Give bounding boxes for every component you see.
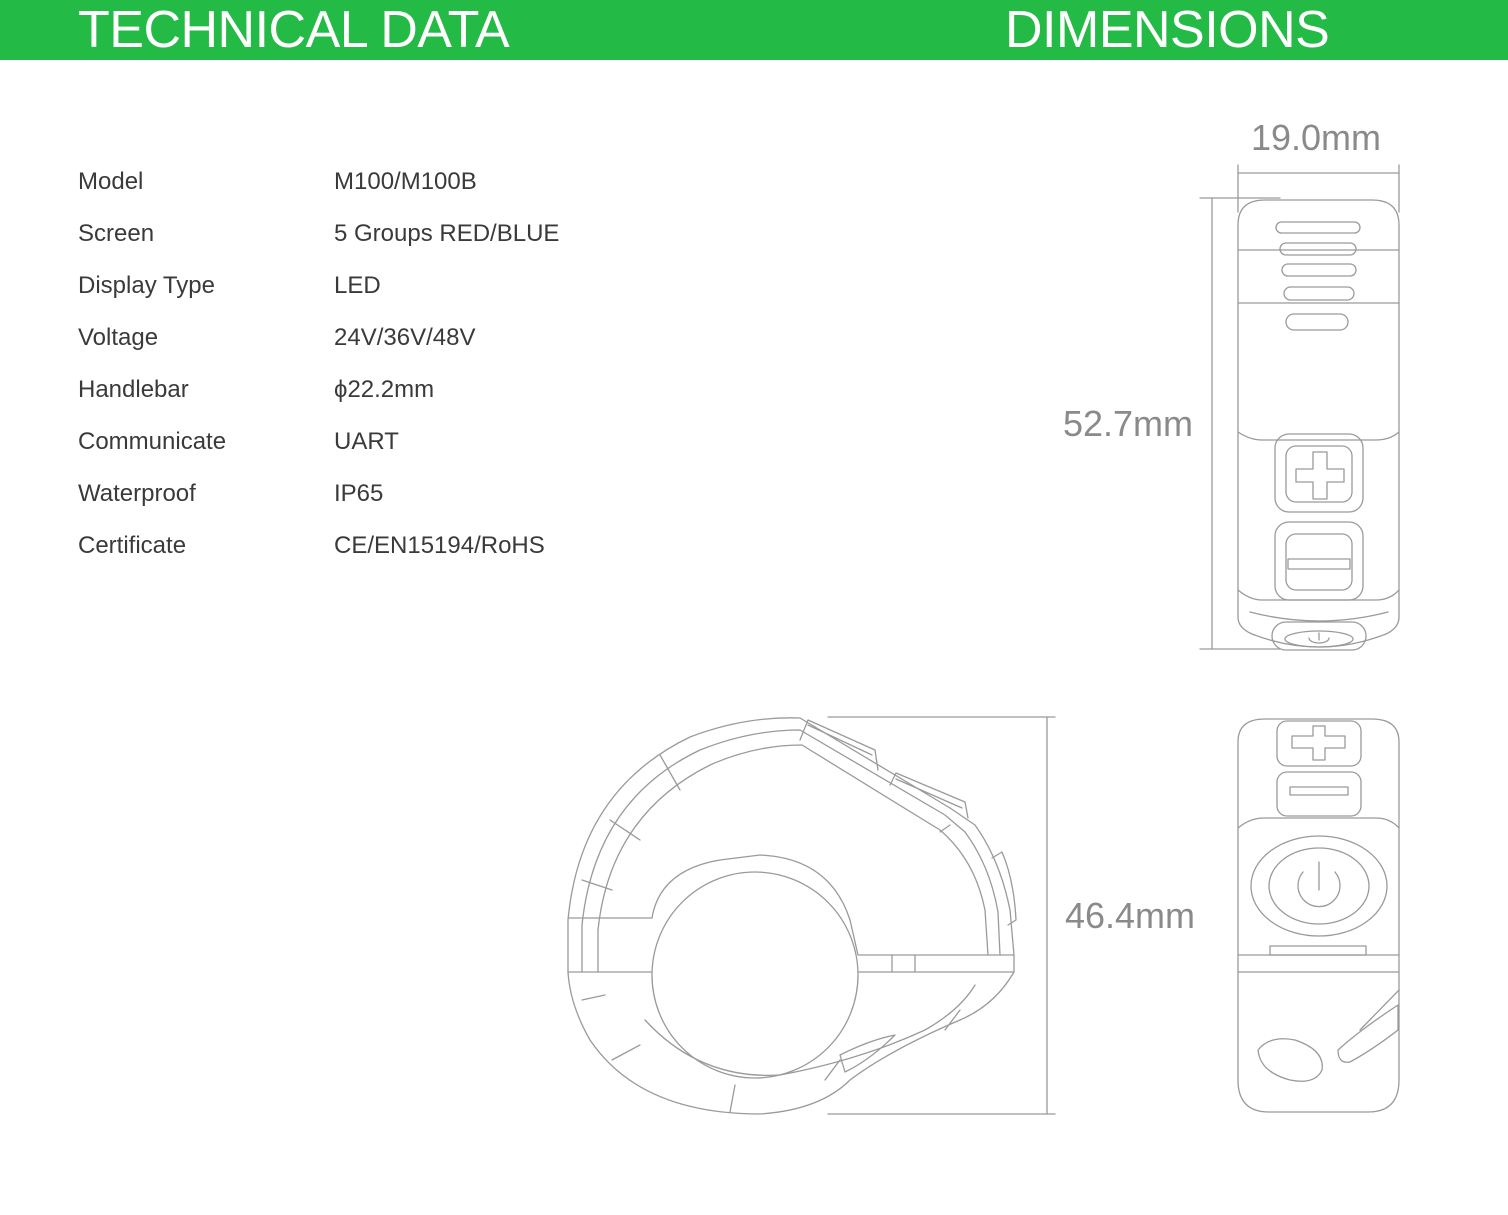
spec-row-handlebar: Handlebar ϕ22.2mm (78, 368, 678, 420)
spec-row-communicate: Communicate UART (78, 420, 678, 472)
height-dimension-label: 52.7mm (1063, 403, 1193, 444)
spec-value: CE/EN15194/RoHS (334, 532, 545, 559)
spec-label: Model (78, 168, 144, 195)
side-view (567, 716, 1056, 1115)
spec-label: Waterproof (78, 480, 196, 507)
spec-label: Handlebar (78, 376, 189, 403)
technical-data-title: TECHNICAL DATA (78, 1, 510, 59)
spec-label: Certificate (78, 532, 187, 559)
spec-row-display-type: Display Type LED (78, 264, 678, 316)
depth-dimension-label: 46.4mm (1065, 895, 1195, 936)
header-bar: TECHNICAL DATA DIMENSIONS (0, 0, 1508, 60)
spec-value: ϕ22.2mm (334, 376, 435, 403)
dimensions-title: DIMENSIONS (1005, 1, 1330, 59)
spec-row-waterproof: Waterproof IP65 (78, 472, 678, 524)
spec-value: 24V/36V/48V (334, 324, 476, 351)
rear-view (1237, 718, 1400, 1113)
spec-value: M100/M100B (334, 168, 477, 195)
spec-label: Communicate (78, 428, 227, 455)
spec-label: Screen (78, 220, 155, 247)
spec-row-certificate: Certificate CE/EN15194/RoHS (78, 524, 678, 576)
spec-value: 5 Groups RED/BLUE (334, 220, 560, 247)
spec-label: Voltage (78, 324, 159, 351)
width-dimension-label: 19.0mm (1251, 117, 1381, 158)
spec-row-model: Model M100/M100B (78, 160, 678, 212)
spec-label: Display Type (78, 272, 215, 299)
spec-table: Model M100/M100B Screen 5 Groups RED/BLU… (78, 160, 678, 576)
spec-value: LED (334, 272, 381, 299)
front-view (1199, 164, 1400, 651)
spec-row-screen: Screen 5 Groups RED/BLUE (78, 212, 678, 264)
spec-value: UART (334, 428, 399, 455)
spec-row-voltage: Voltage 24V/36V/48V (78, 316, 678, 368)
spec-value: IP65 (334, 480, 384, 507)
